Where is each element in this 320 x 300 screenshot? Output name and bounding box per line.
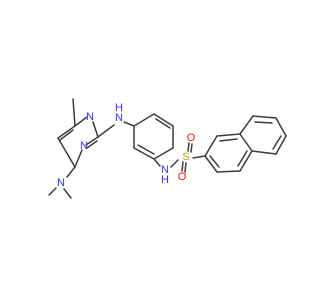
bond-nb-4 <box>275 135 287 155</box>
bond-n-ring <box>66 166 76 178</box>
bond-ph-2-double <box>155 118 171 129</box>
bond-ph-2 <box>153 113 174 127</box>
bond-c6-c5-double <box>59 129 74 141</box>
atom-label-layer: N N N N H N H S O O <box>57 102 196 189</box>
atom-n-dimethyl: N <box>57 177 65 189</box>
bond-ring-methyl <box>72 98 76 127</box>
bond-ph-nh <box>153 158 161 167</box>
atom-h-sulfonamide: H <box>161 174 169 186</box>
bond-na-2-double <box>219 138 238 142</box>
atom-oxygen-top: O <box>187 132 196 144</box>
bond-na-6 <box>204 155 218 173</box>
bond-c4-n3 <box>74 149 83 168</box>
bond-na-6-double <box>209 155 220 168</box>
bond-na-4 <box>239 150 253 172</box>
bond-na-1 <box>204 135 218 157</box>
atom-sulfur: S <box>182 151 189 163</box>
bond-nb-1 <box>239 115 254 135</box>
bond-n3-c2 <box>85 136 99 146</box>
bond-ph-1 <box>133 113 155 127</box>
atom-n-ring-a: N <box>80 140 88 152</box>
bond-na-4-double <box>237 150 248 167</box>
bond-methyl-n-bottom <box>63 188 72 199</box>
bond-c2-nh <box>97 124 115 138</box>
bond-ph-5-double <box>137 144 155 155</box>
bond-nb-2 <box>252 115 277 119</box>
bond-nb-4-double <box>272 135 282 150</box>
bond-nh-s <box>170 159 179 168</box>
bond-s-naphthyl <box>192 155 206 159</box>
bond-n1-c6 <box>74 116 88 127</box>
bond-nb-2-double <box>254 121 273 124</box>
bond-na-3 <box>239 133 253 152</box>
bond-s-o-top-b <box>190 143 193 153</box>
bond-ph-4 <box>153 147 174 160</box>
bond-nb-5 <box>251 150 277 155</box>
atom-oxygen-bottom: O <box>178 171 187 183</box>
molecule-structure: N N N N H N H S O O <box>0 0 300 300</box>
bond-nb-3 <box>275 117 287 137</box>
bond-s-o-top-a <box>187 142 190 152</box>
bond-s-o-bottom-a <box>181 161 184 172</box>
bond-nh-phenyl <box>123 121 135 127</box>
atom-n-sulfonamide: N <box>161 164 169 176</box>
bond-c2-n1 <box>92 121 99 138</box>
bond-s-o-bottom-b <box>184 162 187 173</box>
bond-layer <box>48 98 287 199</box>
atom-n-ring-b: N <box>86 111 94 123</box>
bond-na-5 <box>216 170 241 173</box>
bond-c5-c4 <box>57 137 76 168</box>
atom-n-amine: N <box>115 112 123 124</box>
canvas-background <box>0 0 300 300</box>
bond-c6-c5 <box>57 125 76 139</box>
bond-ph-5 <box>133 147 155 160</box>
bond-na-2 <box>216 133 241 137</box>
bond-methyl-n-left <box>48 187 57 196</box>
atom-h-amine: H <box>115 102 123 114</box>
bond-n3-c2-double <box>86 140 98 149</box>
